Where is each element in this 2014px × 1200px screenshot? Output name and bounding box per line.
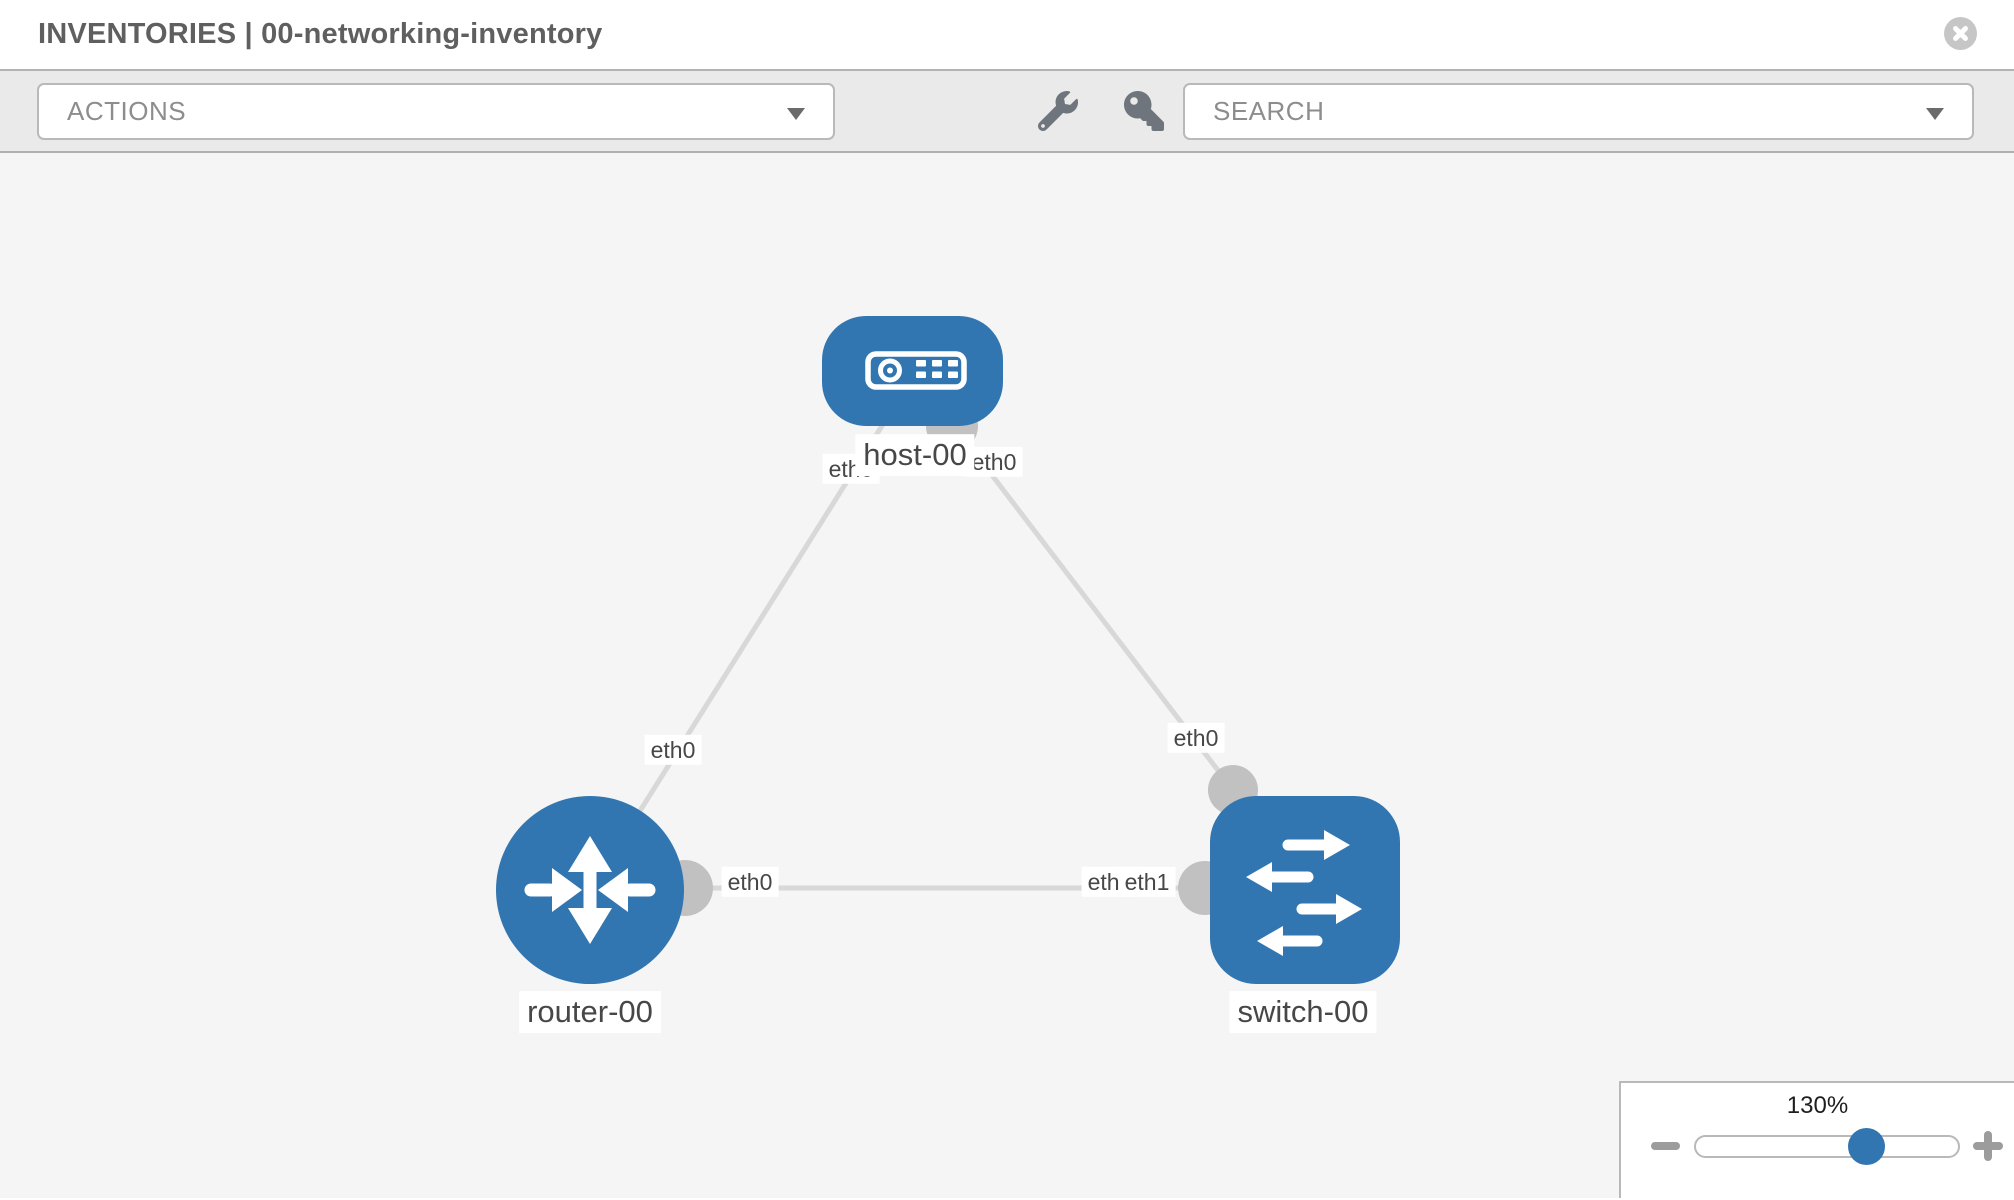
search-dropdown[interactable]: SEARCH xyxy=(1183,82,1974,140)
page-title: INVENTORIES | 00-networking-inventory xyxy=(38,18,603,50)
chevron-down-icon xyxy=(1926,107,1944,120)
credentials-button[interactable] xyxy=(1121,88,1167,134)
iface-label-router-eth0-right: eth0 xyxy=(721,866,779,898)
zoom-panel: 130% xyxy=(1619,1081,2014,1198)
zoom-in-button[interactable] xyxy=(1973,1131,2003,1161)
zoom-slider-thumb[interactable] xyxy=(1848,1128,1885,1165)
host-icon xyxy=(865,351,967,390)
node-switch-00[interactable] xyxy=(1210,796,1400,984)
iface-label-router-eth0-top: eth0 xyxy=(644,734,702,766)
wrench-icon xyxy=(1038,91,1078,131)
iface-label-host-eth0-right: eth0 xyxy=(965,446,1023,478)
configure-button[interactable] xyxy=(1035,88,1081,134)
router-icon xyxy=(524,836,656,944)
search-placeholder: SEARCH xyxy=(1213,95,1325,126)
close-button[interactable] xyxy=(1944,17,1977,50)
node-label-host: host-00 xyxy=(855,434,975,476)
actions-dropdown[interactable]: ACTIONS xyxy=(37,82,835,140)
key-icon xyxy=(1124,91,1164,131)
node-label-router: router-00 xyxy=(519,991,661,1033)
page-header: INVENTORIES | 00-networking-inventory xyxy=(0,0,2014,71)
zoom-level: 130% xyxy=(1786,1092,1849,1119)
node-router-00[interactable] xyxy=(496,796,684,984)
iface-label-switch-eth0: eth0 xyxy=(1167,722,1225,754)
node-label-switch: switch-00 xyxy=(1229,991,1377,1033)
topology-graph xyxy=(496,316,1400,984)
actions-dropdown-value: ACTIONS xyxy=(67,95,187,126)
topology-canvas[interactable]: host-00 eth0 eth0 eth0 eth0 eth0 eth0 et… xyxy=(0,153,2014,1198)
switch-icon xyxy=(1246,830,1362,956)
chevron-down-icon xyxy=(787,107,805,120)
node-host-00[interactable] xyxy=(822,316,1003,426)
toolbar: ACTIONS SEARCH xyxy=(0,71,2014,153)
zoom-slider[interactable] xyxy=(1694,1128,1960,1165)
iface-label-switch-eth1: eth1 xyxy=(1118,866,1176,898)
zoom-out-button[interactable] xyxy=(1651,1142,1680,1150)
